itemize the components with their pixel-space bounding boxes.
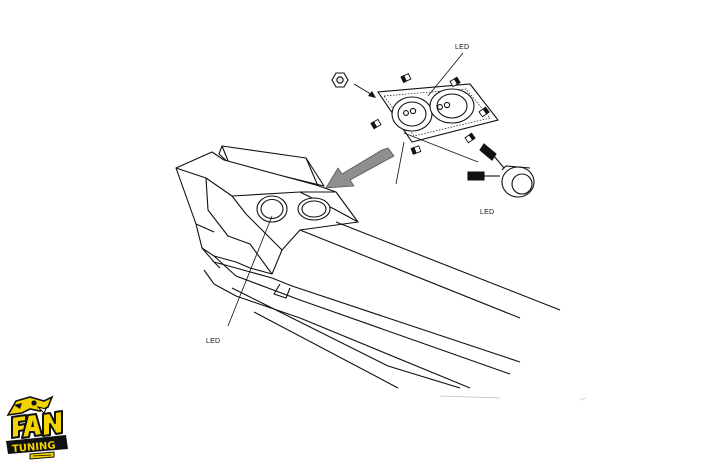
led-bulbs xyxy=(370,72,490,155)
install-direction-arrow xyxy=(325,147,395,189)
leader-lines xyxy=(227,52,479,327)
fan-tuning-logo: FAN TUNING xyxy=(0,393,80,465)
led-switch-icon xyxy=(467,143,535,198)
hex-nut-icon xyxy=(331,72,349,88)
bumper-part xyxy=(175,145,587,401)
led-label-right: LED xyxy=(480,209,495,216)
led-plate xyxy=(377,83,499,143)
mascot-logo-icon: TUNING xyxy=(6,395,68,460)
led-label-left: LED xyxy=(206,338,221,345)
led-label-top: LED xyxy=(455,44,470,51)
svg-text:TUNING: TUNING xyxy=(12,440,56,455)
